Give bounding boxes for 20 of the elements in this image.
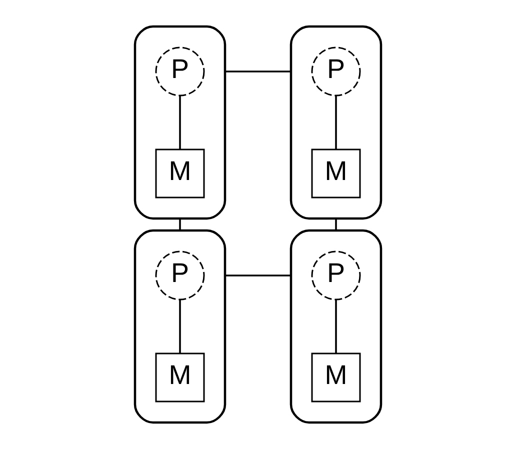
connector [179, 96, 181, 150]
connector [335, 300, 337, 354]
node-circle: P [311, 46, 361, 96]
cluster [290, 25, 382, 220]
connector [335, 218, 337, 230]
node-box: M [155, 148, 205, 198]
connector [179, 300, 181, 354]
node-circle: P [155, 46, 205, 96]
node-box: M [155, 352, 205, 402]
cluster [290, 229, 382, 424]
connector [335, 96, 337, 150]
node-box: M [311, 352, 361, 402]
node-box: M [311, 148, 361, 198]
connector [225, 70, 291, 72]
cluster [134, 229, 226, 424]
cluster [134, 25, 226, 220]
node-circle: P [311, 250, 361, 300]
connector [179, 218, 181, 230]
connector [225, 274, 291, 276]
node-circle: P [155, 250, 205, 300]
